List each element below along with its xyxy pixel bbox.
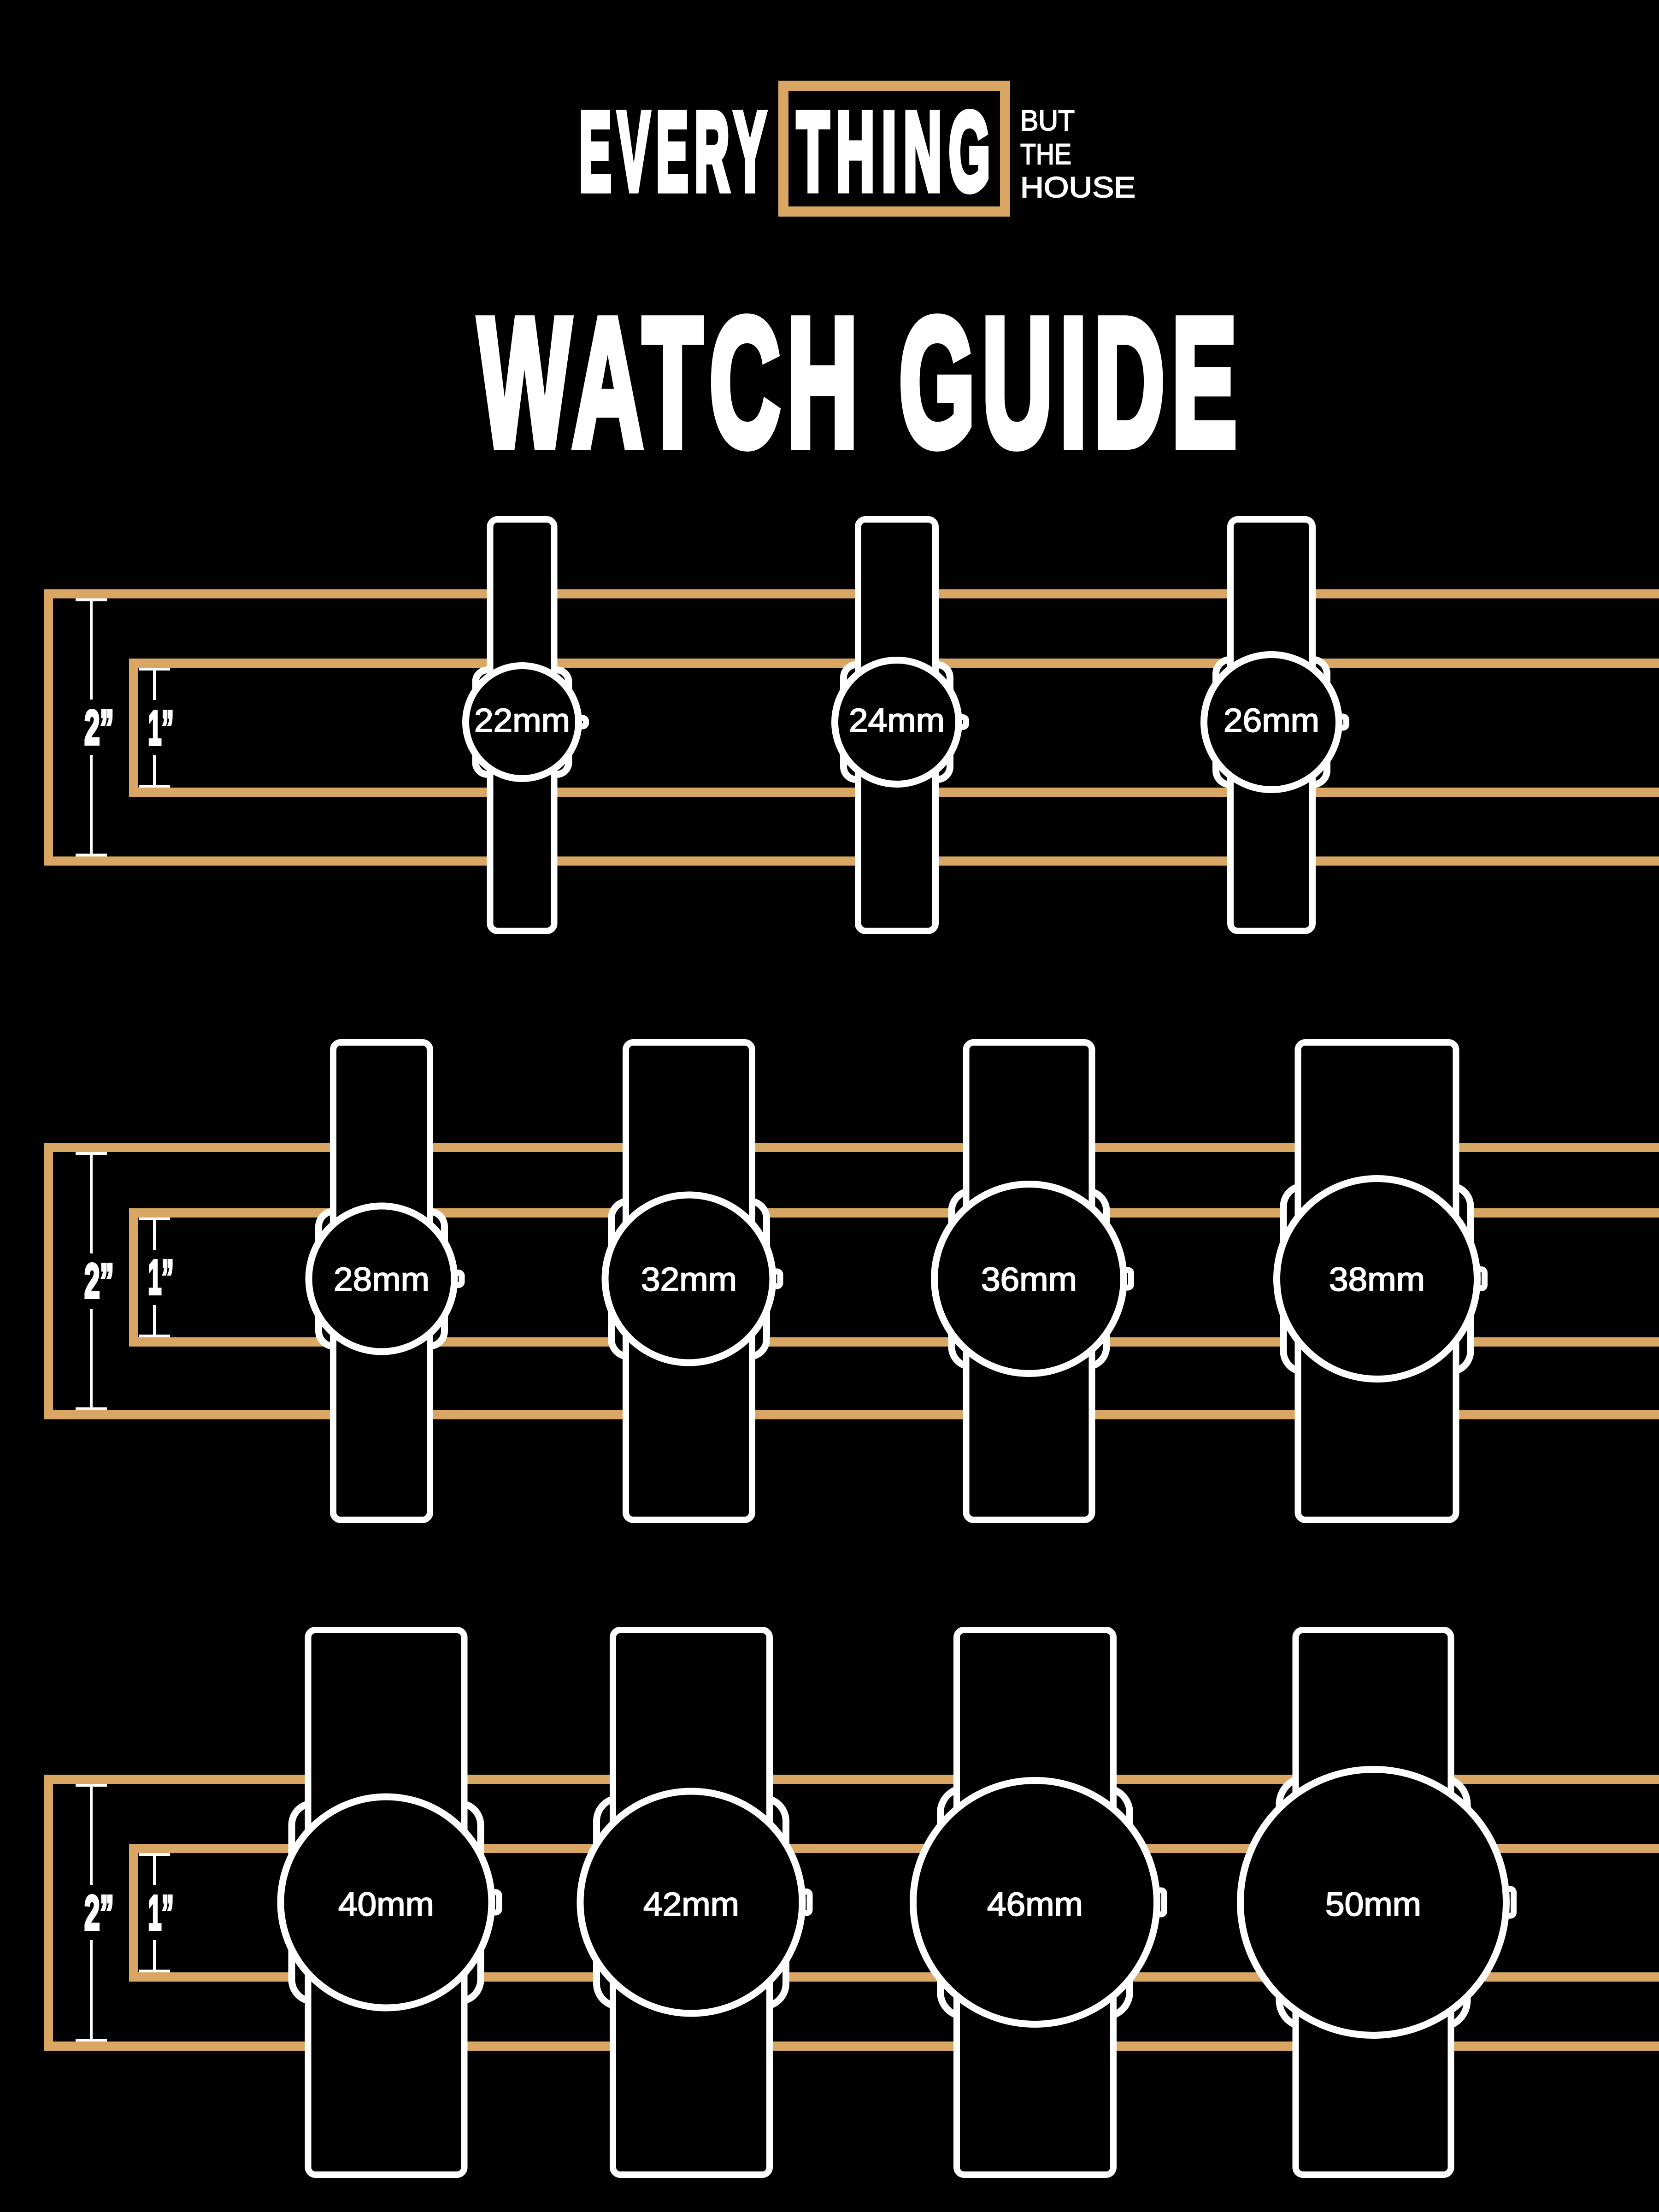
svg-text:1”: 1”	[148, 701, 174, 755]
svg-text:50mm: 50mm	[1325, 1886, 1421, 1923]
svg-text:32mm: 32mm	[641, 1261, 737, 1298]
svg-text:2”: 2”	[84, 1886, 114, 1940]
svg-text:26mm: 26mm	[1224, 702, 1319, 739]
svg-text:36mm: 36mm	[981, 1261, 1077, 1298]
svg-text:THE: THE	[1020, 138, 1071, 171]
svg-text:42mm: 42mm	[643, 1886, 739, 1923]
svg-text:2”: 2”	[84, 1254, 114, 1308]
svg-text:WATCH GUIDE: WATCH GUIDE	[478, 281, 1244, 484]
svg-text:22mm: 22mm	[474, 702, 570, 739]
svg-text:THING: THING	[797, 90, 997, 214]
svg-text:BUT: BUT	[1020, 105, 1075, 137]
svg-text:EVERY: EVERY	[579, 90, 772, 214]
svg-text:28mm: 28mm	[334, 1261, 429, 1298]
svg-text:1”: 1”	[148, 1250, 174, 1305]
svg-text:HOUSE: HOUSE	[1020, 171, 1135, 204]
svg-text:1”: 1”	[148, 1886, 174, 1940]
svg-text:46mm: 46mm	[987, 1886, 1083, 1923]
svg-text:40mm: 40mm	[338, 1886, 434, 1923]
svg-text:24mm: 24mm	[849, 702, 945, 739]
svg-text:2”: 2”	[84, 700, 114, 755]
svg-text:38mm: 38mm	[1329, 1261, 1425, 1298]
